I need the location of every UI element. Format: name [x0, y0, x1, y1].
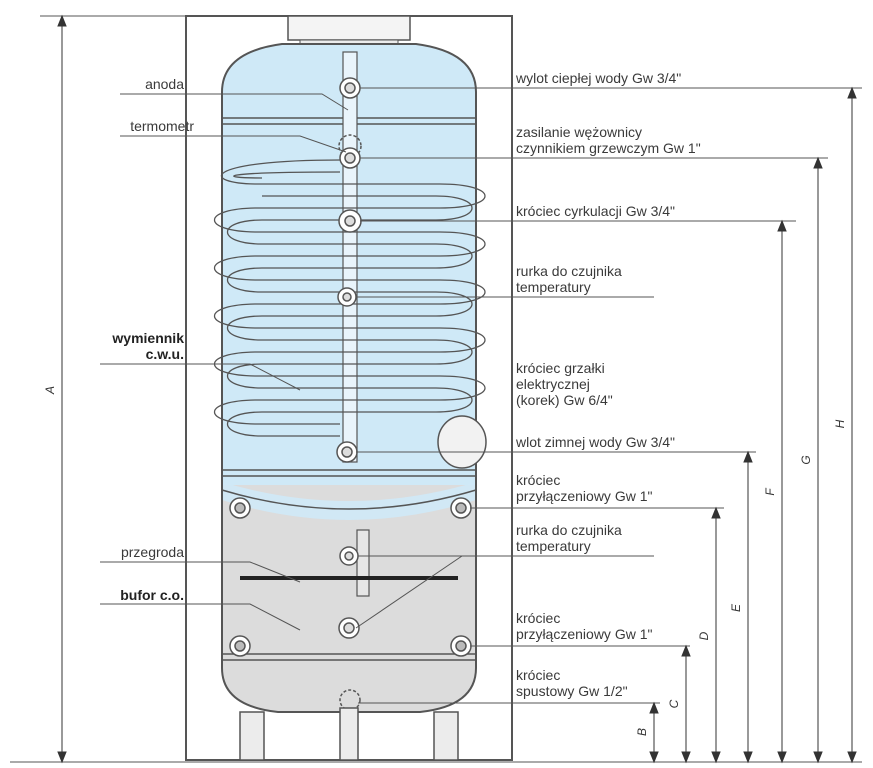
label-termometr: termometr	[130, 118, 194, 134]
label-spust-1: króciec	[516, 667, 561, 683]
dim-h-label: H	[833, 419, 847, 428]
dim-g-label: G	[799, 455, 813, 464]
dim-f-label: F	[763, 488, 777, 496]
label-rurka1-2: temperatury	[516, 279, 591, 295]
label-spust-2: spustowy Gw 1/2"	[516, 683, 628, 699]
label-grzalka-3: (korek) Gw 6/4"	[516, 392, 613, 408]
tank-outline	[221, 43, 477, 713]
leg-right	[433, 711, 459, 761]
label-cyrkulacja: króciec cyrkulacji Gw 3/4"	[516, 203, 676, 219]
label-bufor: bufor c.o.	[120, 587, 184, 603]
label-przyl2-2: przyłączeniowy Gw 1"	[516, 626, 653, 642]
label-rurka2-2: temperatury	[516, 538, 591, 554]
leg-left	[239, 711, 265, 761]
baffle	[240, 576, 458, 580]
top-flange	[287, 15, 411, 41]
label-zasilanie-2: czynnikiem grzewczym Gw 1"	[516, 140, 701, 156]
dim-b-label: B	[635, 728, 649, 736]
drain-pipe	[339, 707, 359, 761]
label-przyl2-1: króciec	[516, 610, 561, 626]
dim-a-label: A	[43, 386, 57, 395]
label-cwu: c.w.u.	[145, 346, 184, 362]
label-przegroda: przegroda	[120, 544, 184, 560]
label-rurka2-1: rurka do czujnika	[516, 522, 622, 538]
label-anoda: anoda	[145, 76, 184, 92]
label-przyl1-2: przyłączeniowy Gw 1"	[516, 488, 653, 504]
label-wymiennik: wymiennik	[112, 330, 184, 346]
label-rurka1-1: rurka do czujnika	[516, 263, 622, 279]
label-grzalka-1: króciec grzałki	[516, 360, 605, 376]
dim-d-label: D	[697, 631, 711, 640]
label-wylot: wylot ciepłej wody Gw 3/4"	[516, 70, 682, 86]
heat-exchanger-coil	[213, 159, 486, 437]
label-przyl1-1: króciec	[516, 472, 561, 488]
label-wlot: wlot zimnej wody Gw 3/4"	[516, 434, 676, 450]
dim-e-label: E	[729, 603, 743, 612]
label-grzalka-2: elektrycznej	[516, 376, 590, 392]
dim-c-label: C	[667, 699, 681, 708]
label-zasilanie-1: zasilanie wężownicy	[516, 124, 643, 140]
heater-plug	[437, 415, 487, 469]
